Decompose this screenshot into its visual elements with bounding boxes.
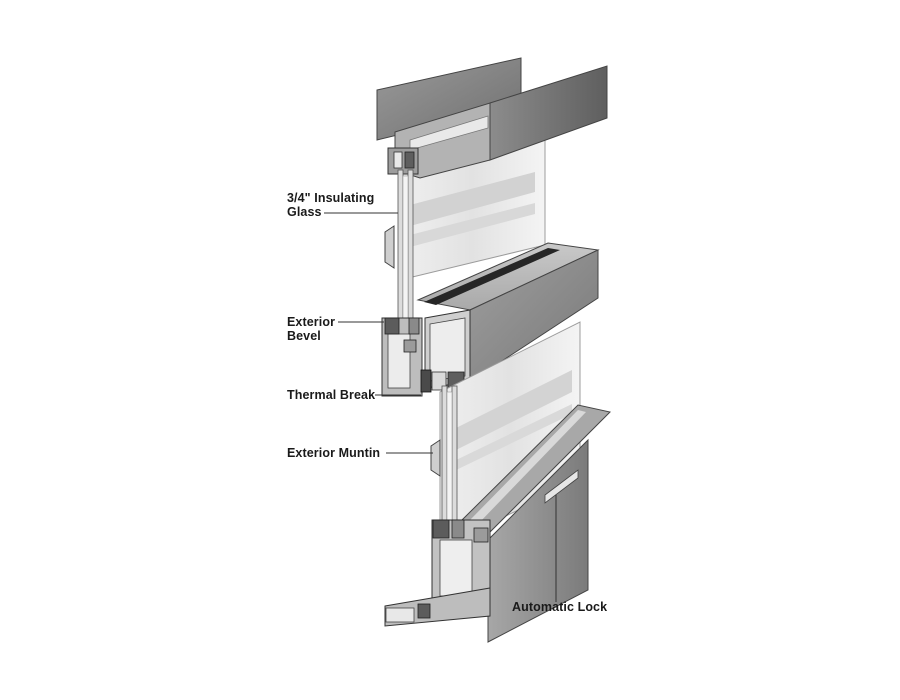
upper-muntin-clip xyxy=(384,225,395,269)
intermediate-horizontal-extrusion xyxy=(416,242,600,389)
label-exterior-bevel: Exterior Bevel xyxy=(287,315,335,343)
sash-profile-cross-section xyxy=(381,317,465,397)
upper-insulating-glass-edge xyxy=(397,169,414,331)
label-thermal-break-text: Thermal Break xyxy=(287,388,376,402)
label-exterior-muntin-text: Exterior Muntin xyxy=(287,446,381,460)
lower-muntin-clip xyxy=(430,439,441,477)
lower-glass-pane xyxy=(439,321,581,549)
label-exterior-bevel-line2: Bevel xyxy=(287,329,321,343)
label-insulating-glass-line2: Glass xyxy=(287,205,322,219)
label-insulating-glass: 3/4" Insulating Glass xyxy=(287,191,374,219)
leader-lines xyxy=(324,212,557,602)
label-automatic-lock-text: Automatic Lock xyxy=(512,600,608,614)
sill-extrusion xyxy=(384,404,612,643)
label-automatic-lock: Automatic Lock xyxy=(512,600,607,614)
label-insulating-glass-line1: 3/4" Insulating xyxy=(287,191,375,205)
lower-insulating-glass-edge xyxy=(441,385,458,529)
label-thermal-break: Thermal Break xyxy=(287,388,375,402)
label-exterior-muntin: Exterior Muntin xyxy=(287,446,380,460)
head-extrusion xyxy=(376,57,608,179)
label-exterior-bevel-line1: Exterior xyxy=(287,315,336,329)
